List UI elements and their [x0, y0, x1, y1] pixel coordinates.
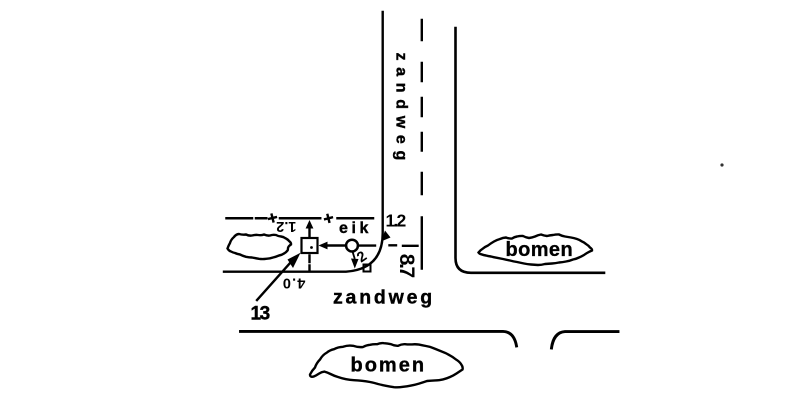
svg-text:13: 13 [251, 304, 270, 325]
svg-text:bomen: bomen [351, 354, 427, 376]
svg-text:4.0: 4.0 [282, 274, 306, 290]
svg-text:zandweg: zandweg [333, 287, 435, 309]
svg-text:1.2: 1.2 [276, 218, 296, 234]
svg-text:zandweg: zandweg [392, 53, 409, 167]
svg-text:8.7: 8.7 [395, 254, 418, 278]
svg-text:eik: eik [339, 220, 372, 237]
svg-text:1.2: 1.2 [386, 210, 407, 230]
svg-text:bomen: bomen [506, 239, 574, 261]
